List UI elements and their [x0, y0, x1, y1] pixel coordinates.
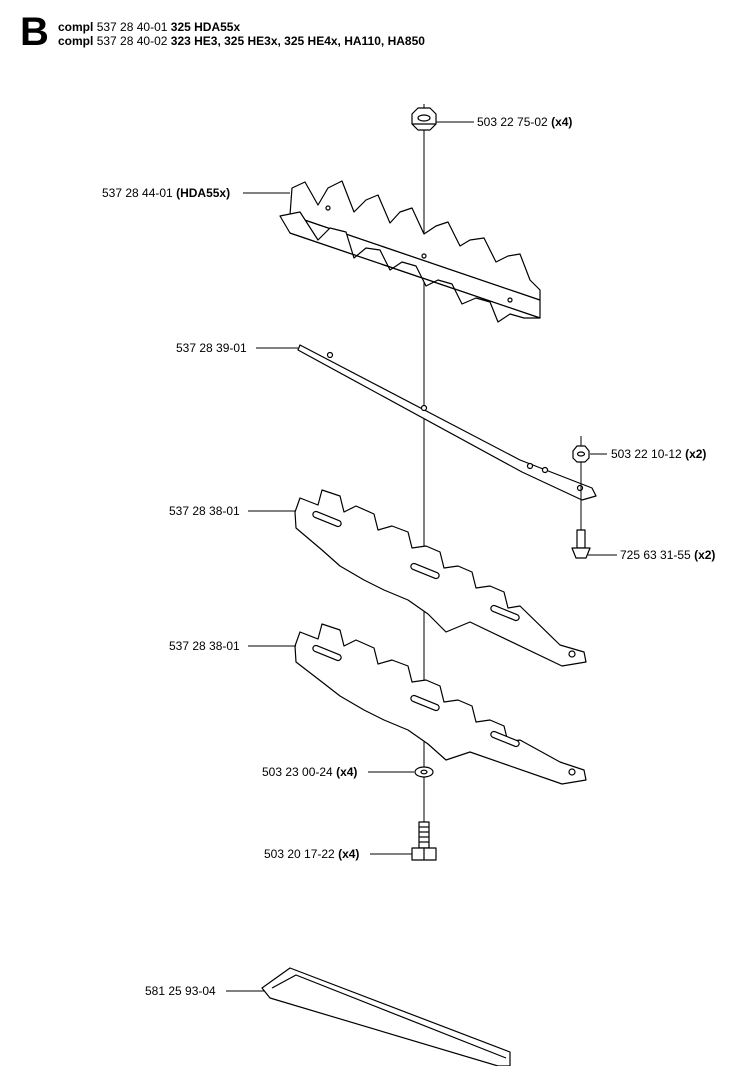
callout-guard: 581 25 93-04	[145, 984, 216, 998]
part-number: 725 63 31-55	[620, 548, 691, 562]
callout-nut-side: 503 22 10-12 (x2)	[611, 447, 706, 461]
part-number: 503 22 75-02	[477, 115, 548, 129]
header-part-number: 537 28 40-01	[96, 20, 168, 34]
part-number: 537 28 39-01	[176, 341, 247, 355]
blade-guard	[262, 968, 510, 1066]
part-number: 503 22 10-12	[611, 447, 682, 461]
header-models: 325 HDA55x	[170, 20, 241, 34]
header-part-number: 537 28 40-02	[96, 34, 168, 48]
header-line-1: compl 537 28 40-01 325 HDA55x	[58, 20, 425, 34]
quantity: (x4)	[336, 765, 358, 779]
section-letter: B	[20, 10, 49, 54]
assembly-header: compl 537 28 40-01 325 HDA55x compl 537 …	[58, 20, 425, 48]
middle-blade	[295, 490, 586, 666]
header-models: 323 HE3, 325 HE3x, 325 HE4x, HA110, HA85…	[170, 34, 425, 48]
side-nut	[573, 446, 589, 462]
quantity: (x2)	[685, 447, 707, 461]
lower-blade	[295, 624, 586, 784]
callout-blade-low: 537 28 38-01	[169, 639, 240, 653]
washer	[415, 767, 433, 777]
part-number: 537 28 44-01	[102, 186, 173, 200]
flange-nut-top	[412, 108, 436, 130]
side-countersunk-screw	[572, 530, 590, 558]
quantity: (x2)	[694, 548, 716, 562]
backing-bar	[298, 345, 596, 500]
callout-washer: 503 23 00-24 (x4)	[262, 765, 357, 779]
part-number: 503 20 17-22	[264, 847, 335, 861]
part-number: 581 25 93-04	[145, 984, 216, 998]
callout-screw-side: 725 63 31-55 (x2)	[620, 548, 715, 562]
part-number: 537 28 38-01	[169, 504, 240, 518]
upper-blade	[280, 181, 540, 322]
callout-nut-top: 503 22 75-02 (x4)	[477, 115, 572, 129]
header-line-2: compl 537 28 40-02 323 HE3, 325 HE3x, 32…	[58, 34, 425, 48]
part-number: 537 28 38-01	[169, 639, 240, 653]
callout-blade-mid: 537 28 38-01	[169, 504, 240, 518]
callout-bar: 537 28 39-01	[176, 341, 247, 355]
header-prefix: compl	[58, 34, 94, 48]
part-number: 503 23 00-24	[262, 765, 333, 779]
quantity: (x4)	[551, 115, 573, 129]
quantity: (x4)	[338, 847, 360, 861]
quantity: (HDA55x)	[176, 186, 231, 200]
flange-bolt	[412, 822, 436, 860]
callout-screw: 503 20 17-22 (x4)	[264, 847, 359, 861]
callout-blade-top: 537 28 44-01 (HDA55x)	[102, 186, 230, 200]
header-prefix: compl	[58, 20, 94, 34]
